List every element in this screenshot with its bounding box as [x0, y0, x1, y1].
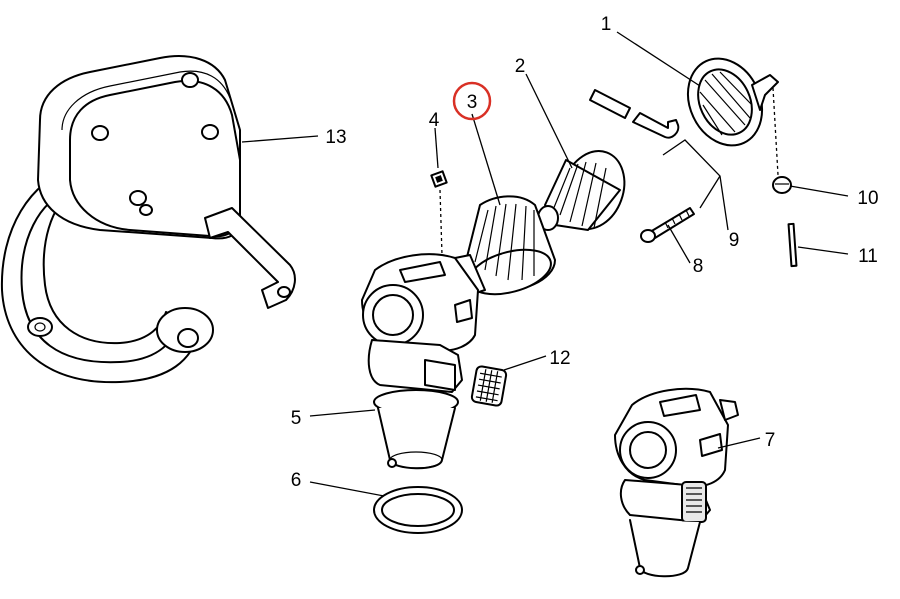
callout-4: 4: [429, 110, 440, 131]
callout-8: 8: [693, 256, 704, 277]
callout-3: 3: [467, 92, 478, 113]
part-8-bolt: [640, 207, 695, 243]
callout-9: 9: [729, 230, 740, 251]
callout-6: 6: [291, 470, 302, 491]
callout-2: 2: [515, 56, 526, 77]
part-13-muffler: [0, 55, 296, 384]
part-12-screen: [470, 365, 508, 407]
part-11-pin: [787, 222, 798, 268]
part-5-dust-cup: [373, 389, 459, 470]
leader-lines: [241, 31, 849, 497]
callout-labels: 1 2 3 4 5 6 7 8 9 10 11 12 13: [291, 14, 879, 491]
part-6-gasket: [373, 486, 463, 534]
part-9-hoses: [589, 89, 680, 139]
callout-12: 12: [549, 348, 570, 369]
part-7-assembly: [614, 387, 739, 578]
part-10-knob: [772, 176, 792, 194]
highlight-circle: [452, 81, 492, 121]
callout-10: 10: [857, 188, 878, 209]
air-cleaner-housing: [361, 253, 479, 393]
part-2-precleaner: [537, 150, 626, 231]
part-4-clip: [430, 170, 448, 256]
callout-13: 13: [325, 127, 346, 148]
part-1-cover: [687, 57, 779, 176]
callout-1: 1: [601, 14, 612, 35]
callout-7: 7: [765, 430, 776, 451]
callout-11: 11: [858, 246, 878, 267]
callout-5: 5: [291, 408, 302, 429]
